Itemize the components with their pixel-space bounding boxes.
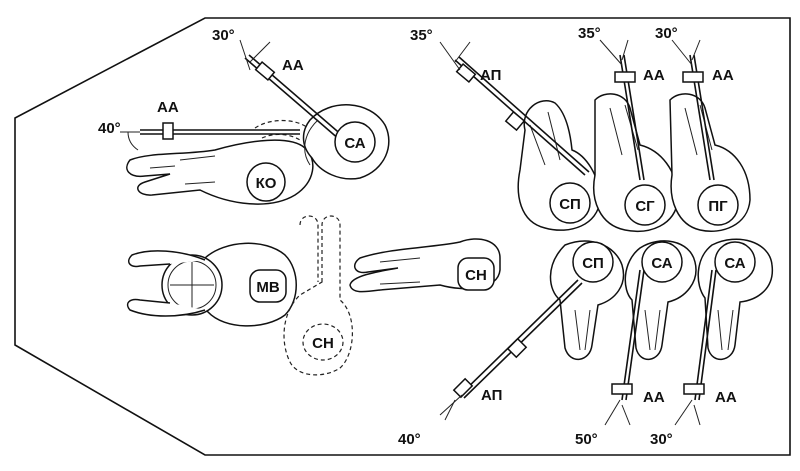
- weapon-aa-left-40: 40° АА: [98, 99, 179, 137]
- svg-text:40°: 40°: [98, 120, 121, 137]
- station-ko: КО: [246, 162, 286, 202]
- svg-text:АА: АА: [715, 389, 737, 406]
- station-sa-lower-1: СА: [641, 241, 683, 283]
- svg-text:АА: АА: [643, 67, 665, 84]
- station-sa-top: СА: [334, 121, 376, 163]
- svg-text:30°: 30°: [655, 25, 678, 42]
- svg-text:30°: 30°: [212, 27, 235, 44]
- weapon-ap-top-35: 35° АП: [410, 27, 501, 84]
- svg-text:40°: 40°: [398, 431, 421, 448]
- station-sg: СГ: [624, 184, 666, 226]
- svg-text:СГ: СГ: [635, 198, 655, 215]
- svg-text:СН: СН: [465, 267, 487, 284]
- svg-text:СА: СА: [724, 255, 745, 272]
- svg-text:35°: 35°: [578, 25, 601, 42]
- svg-text:СП: СП: [559, 196, 581, 213]
- weapon-aa-pg-30: 30° АА: [655, 25, 734, 84]
- station-sn-front: СН: [457, 257, 495, 291]
- ko-body: [126, 139, 314, 205]
- svg-text:СП: СП: [582, 255, 604, 272]
- svg-text:МВ: МВ: [256, 279, 279, 296]
- weapon-aa-sg-35: 35° АА: [578, 25, 665, 84]
- station-sn-rear: СН: [312, 335, 334, 352]
- svg-text:ПГ: ПГ: [708, 198, 728, 215]
- weapon-aa-bottom-30: 30° АА: [650, 389, 737, 448]
- crew-sn-rear-group: [283, 215, 353, 376]
- sn-rear-outline: [283, 215, 353, 376]
- crew-ko-sa-group: [120, 39, 390, 205]
- svg-text:30°: 30°: [650, 431, 673, 448]
- svg-text:СА: СА: [651, 255, 672, 272]
- svg-text:СН: СН: [312, 335, 334, 352]
- svg-text:АА: АА: [157, 99, 179, 116]
- svg-text:АА: АА: [712, 67, 734, 84]
- weapon-ap-bottom-40: 40° АП: [398, 387, 502, 448]
- svg-text:АП: АП: [480, 67, 501, 84]
- station-sa-lower-2: СА: [714, 241, 756, 283]
- svg-text:АП: АП: [481, 387, 502, 404]
- weapon-aa-top-30: 30° АА: [212, 27, 304, 74]
- svg-text:50°: 50°: [575, 431, 598, 448]
- station-sp-lower: СП: [572, 241, 614, 283]
- svg-text:СА: СА: [344, 135, 365, 152]
- svg-text:35°: 35°: [410, 27, 433, 44]
- crew-mv-group: [126, 242, 297, 327]
- svg-text:АА: АА: [282, 57, 304, 74]
- station-sp-upper: СП: [549, 182, 591, 224]
- weapon-aa-bottom-50: 50° АА: [575, 389, 665, 448]
- station-mv: МВ: [249, 269, 287, 303]
- svg-text:КО: КО: [256, 175, 277, 192]
- hull-outline: [14, 17, 791, 456]
- svg-text:АА: АА: [643, 389, 665, 406]
- station-pg: ПГ: [697, 184, 739, 226]
